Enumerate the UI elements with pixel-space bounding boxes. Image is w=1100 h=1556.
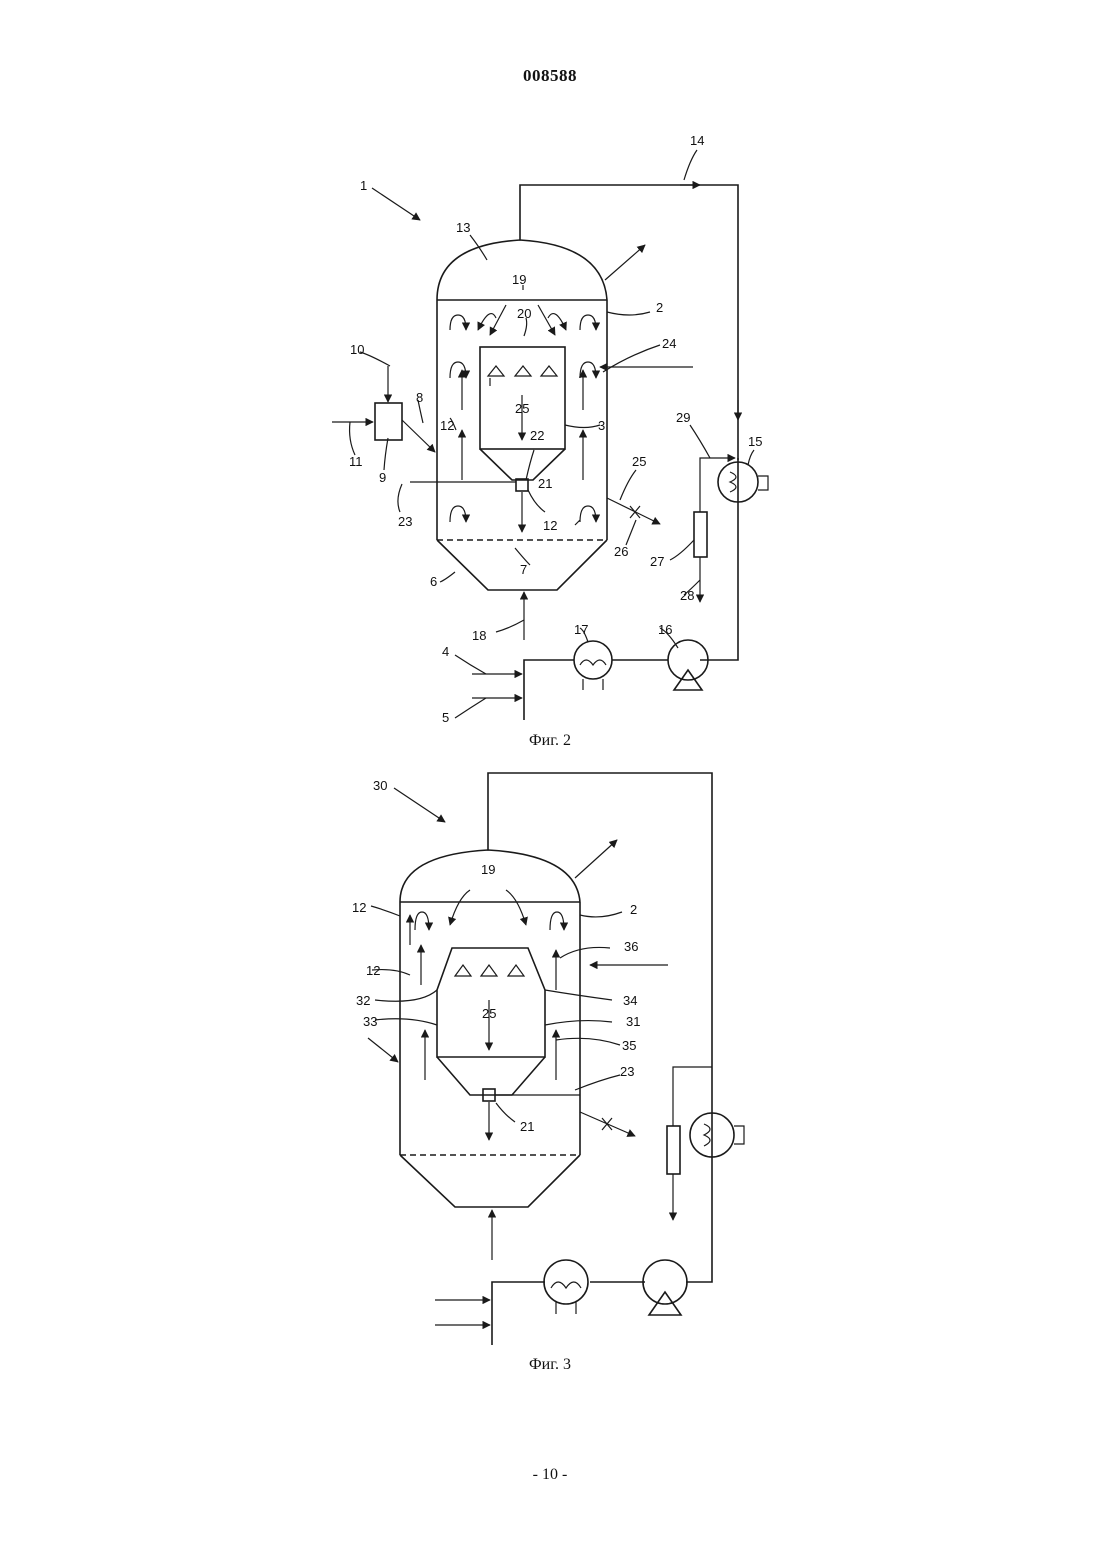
label-7: 7 xyxy=(520,562,527,577)
page-number: - 10 - xyxy=(0,1466,1100,1484)
label-12a: 12 xyxy=(440,418,454,433)
label-2: 2 xyxy=(656,300,663,315)
label-15: 15 xyxy=(748,434,762,449)
label-3: 3 xyxy=(598,418,605,433)
pump xyxy=(643,1260,687,1315)
label-21: 21 xyxy=(538,476,552,491)
label-19: 19 xyxy=(481,862,495,877)
label-32: 32 xyxy=(356,993,370,1008)
label-20: 20 xyxy=(517,306,531,321)
label-14: 14 xyxy=(690,133,704,148)
spray-nozzles xyxy=(455,965,524,976)
label-4: 4 xyxy=(442,644,449,659)
label-34: 34 xyxy=(623,993,637,1008)
figure-3-diagram: 30 19 12 2 36 12 32 34 25 33 31 35 23 21 xyxy=(0,765,1100,1350)
vessel-dome xyxy=(437,240,607,300)
heater-17 xyxy=(574,641,612,690)
heat-exchanger xyxy=(690,1113,744,1157)
label-18: 18 xyxy=(472,628,486,643)
label-22: 22 xyxy=(530,428,544,443)
label-12b: 12 xyxy=(366,963,380,978)
heat-exchanger-15 xyxy=(718,462,768,502)
document-number: 008588 xyxy=(0,66,1100,86)
label-12a: 12 xyxy=(352,900,366,915)
label-29: 29 xyxy=(676,410,690,425)
label-19: 19 xyxy=(512,272,526,287)
label-8: 8 xyxy=(416,390,423,405)
label-30: 30 xyxy=(373,778,387,793)
label-12b: 12 xyxy=(543,518,557,533)
vessel-bottom-cone xyxy=(400,1155,580,1207)
label-2: 2 xyxy=(630,902,637,917)
leader-lines xyxy=(350,150,754,718)
label-31: 31 xyxy=(626,1014,640,1029)
label-17: 17 xyxy=(574,622,588,637)
label-26: 26 xyxy=(614,544,628,559)
figure-2-diagram: 1 13 14 19 2 20 24 10 8 25 12 3 22 29 15… xyxy=(0,120,1100,740)
label-11: 11 xyxy=(349,454,363,469)
label-23: 23 xyxy=(620,1064,634,1079)
label-5: 5 xyxy=(442,710,449,725)
label-9: 9 xyxy=(379,470,386,485)
label-6: 6 xyxy=(430,574,437,589)
label-10: 10 xyxy=(350,342,364,357)
spray-nozzles xyxy=(488,366,557,386)
label-33: 33 xyxy=(363,1014,377,1029)
label-25a: 25 xyxy=(515,401,529,416)
label-1: 1 xyxy=(360,178,367,193)
label-28: 28 xyxy=(680,588,694,603)
label-25: 25 xyxy=(482,1006,496,1021)
label-25b: 25 xyxy=(632,454,646,469)
inner-chamber xyxy=(437,948,545,1057)
piping xyxy=(332,185,738,720)
label-36: 36 xyxy=(624,939,638,954)
label-13: 13 xyxy=(456,220,470,235)
figure-3-caption: Фиг. 3 xyxy=(0,1356,1100,1374)
flow-arrows xyxy=(450,305,596,532)
heater xyxy=(544,1260,588,1314)
label-21: 21 xyxy=(520,1119,534,1134)
figure-2-caption: Фиг. 2 xyxy=(0,732,1100,750)
leader-lines xyxy=(371,906,622,1122)
label-23: 23 xyxy=(398,514,412,529)
label-35: 35 xyxy=(622,1038,636,1053)
pump-16 xyxy=(668,640,708,690)
label-16: 16 xyxy=(658,622,672,637)
label-27: 27 xyxy=(650,554,664,569)
label-24: 24 xyxy=(662,336,676,351)
